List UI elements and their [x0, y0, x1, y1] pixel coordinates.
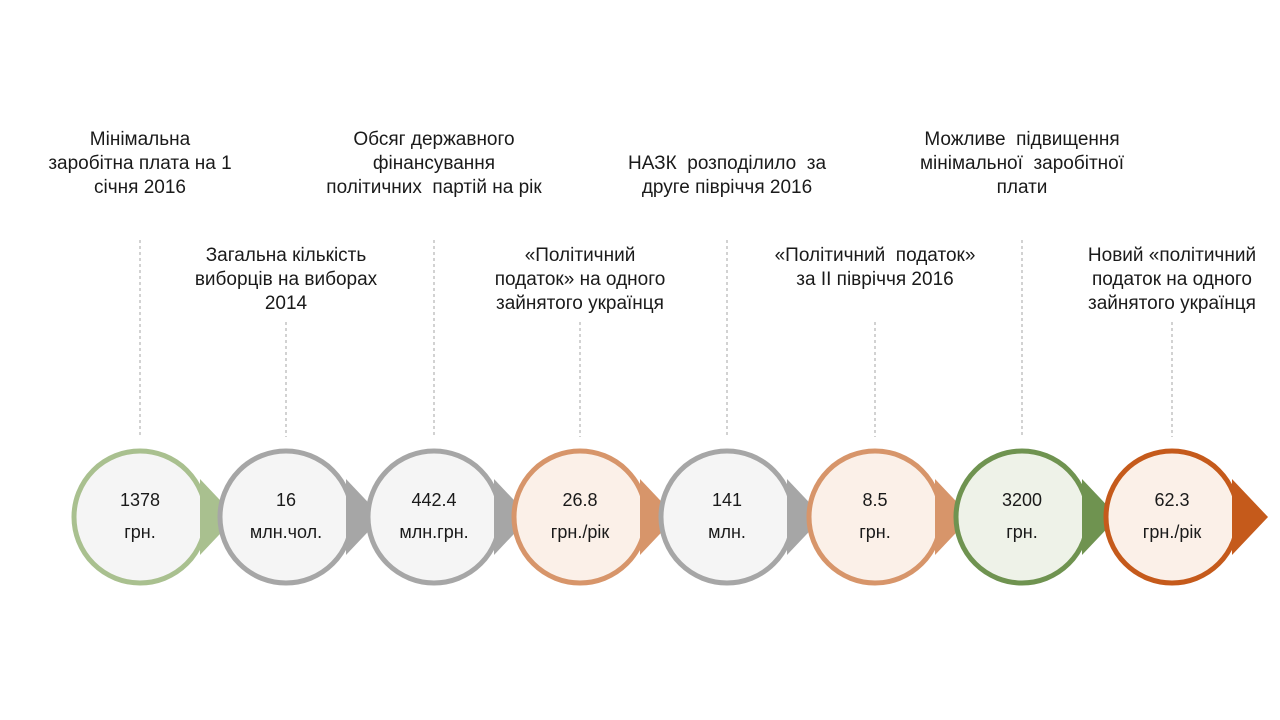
step-unit: грн. [124, 522, 156, 542]
circle-inner [386, 469, 482, 565]
caption-line: Новий «політичний [1087, 245, 1257, 266]
step-unit: грн. [859, 522, 891, 542]
step-value-block: 26.8 грн./рік [520, 486, 640, 546]
caption-line: НАЗК розподілило за [627, 153, 827, 174]
step-unit: млн.чол. [249, 522, 323, 542]
step-value-block: 141 млн. [667, 486, 787, 546]
caption-line: Можливе підвищення [924, 129, 1120, 150]
caption-line: зайнятого українця [496, 293, 664, 314]
caption-line: Загальна кількість [205, 245, 367, 266]
caption-line: політичних партій на рік [326, 177, 542, 198]
caption-line: податок на одного [1091, 269, 1253, 290]
caption-line: Мінімальна [89, 129, 191, 150]
step-unit: грн. [1006, 522, 1038, 542]
step-value: 442.4 [411, 490, 457, 510]
caption-line: податок» на одного [494, 269, 666, 290]
step-caption: «Політичний податок» на одного зайнятого у… [460, 244, 700, 316]
step-value-block: 8.5 грн. [815, 486, 935, 546]
circle-inner [532, 469, 628, 565]
circle-inner [92, 469, 188, 565]
step-unit: млн. [708, 522, 746, 542]
caption-line: «Політичний податок» [774, 245, 976, 266]
arrow-pointer-icon [1232, 479, 1268, 555]
caption-line: фінансування [372, 153, 496, 174]
step-caption: НАЗК розподілило за друге півріччя 2016 [607, 152, 847, 200]
caption-line: мінімальної заробітної [919, 153, 1125, 174]
caption-line: січня 2016 [94, 177, 186, 198]
arrow-pointer-icon [935, 479, 971, 555]
caption-line: Обсяг державного [353, 129, 515, 150]
step-unit: млн.грн. [399, 522, 469, 542]
caption-line: друге півріччя 2016 [641, 177, 813, 198]
circle-inner [1124, 469, 1220, 565]
caption-line: заробітна плата на 1 [48, 153, 232, 174]
step-caption: «Політичний податок» за II півріччя 2016 [755, 244, 995, 292]
arrow-pointer-icon [346, 479, 382, 555]
circle-inner [238, 469, 334, 565]
circle-inner [827, 469, 923, 565]
step-caption: Новий «політичний податок на одного зайнят… [1072, 244, 1272, 316]
step-value-block: 3200 грн. [962, 486, 1082, 546]
step-caption: Загальна кількість виборців на виборах 201… [166, 244, 406, 316]
step-value-block: 442.4 млн.грн. [374, 486, 494, 546]
step-value: 8.5 [862, 490, 888, 510]
step-caption: Мінімальна заробітна плата на 1 січня 2016 [20, 128, 260, 200]
step-value: 62.3 [1154, 490, 1190, 510]
caption-line: зайнятого українця [1088, 293, 1256, 314]
step-value-block: 1378 грн. [80, 486, 200, 546]
caption-line: 2014 [264, 293, 308, 314]
caption-line: плати [996, 177, 1048, 198]
step-value-block: 62.3 грн./рік [1112, 486, 1232, 546]
step-value-block: 16 млн.чол. [226, 486, 346, 546]
step-caption: Можливе підвищення мінімальної заробітної… [902, 128, 1142, 200]
step-unit: грн./рік [550, 522, 610, 542]
caption-line: «Політичний [524, 245, 636, 266]
step-value: 1378 [119, 490, 161, 510]
step-value: 141 [711, 490, 743, 510]
circle-inner [974, 469, 1070, 565]
arrow-pointer-icon [640, 479, 676, 555]
step-caption: Обсяг державного фінансування політичних п… [314, 128, 554, 200]
step-unit: грн./рік [1142, 522, 1202, 542]
step-value: 26.8 [562, 490, 598, 510]
circle-inner [679, 469, 775, 565]
caption-line: за II півріччя 2016 [796, 269, 954, 290]
step-value: 16 [275, 490, 297, 510]
arrow-pointer-icon [787, 479, 823, 555]
arrow-pointer-icon [1082, 479, 1118, 555]
caption-line: виборців на виборах [194, 269, 378, 290]
step-value: 3200 [1001, 490, 1043, 510]
